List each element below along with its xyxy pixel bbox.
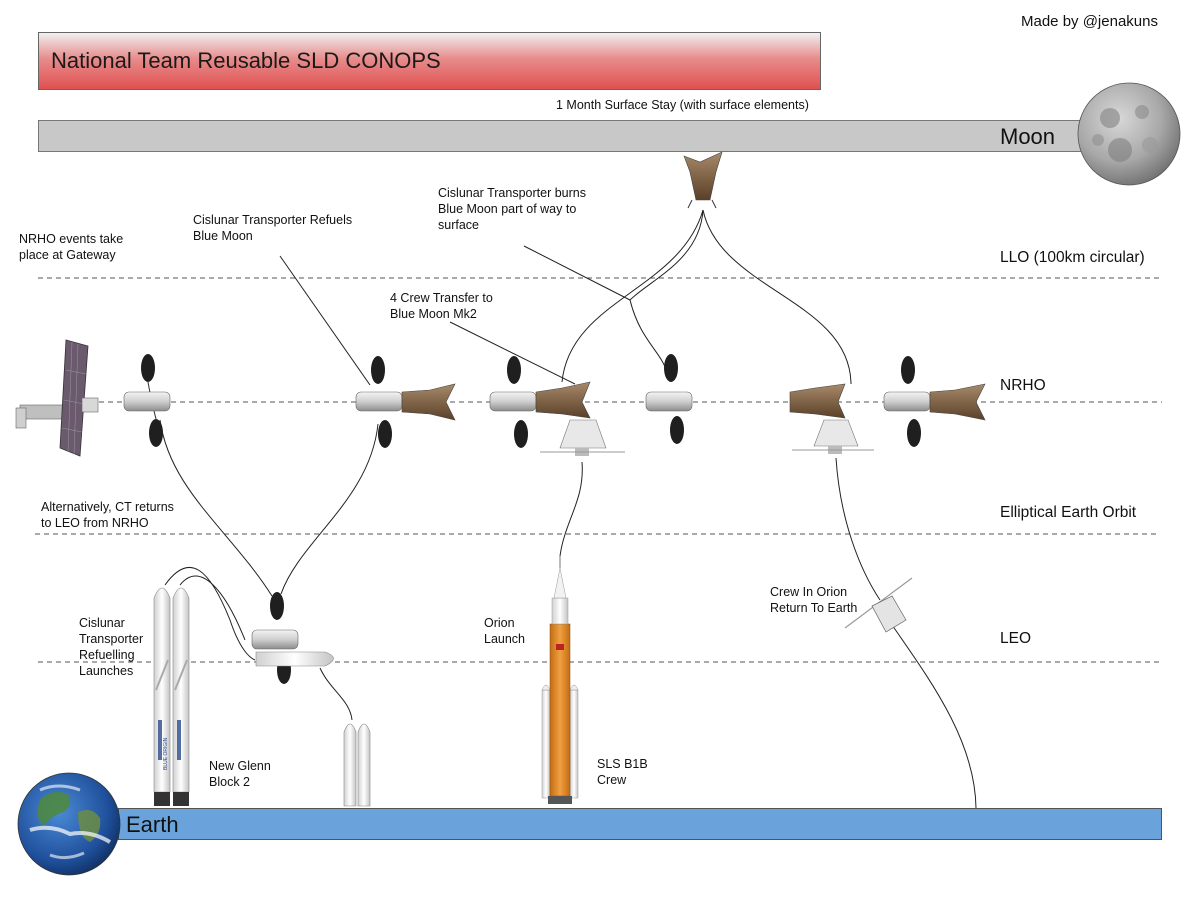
orbit-label-llo: LLO (100km circular) <box>1000 249 1145 266</box>
fairing-arc <box>319 667 353 721</box>
orbit-label-nrho: NRHO <box>1000 377 1046 394</box>
note-ct-refuels: Cislunar Transporter Refuels Blue Moon <box>193 213 353 243</box>
title-banner: National Team Reusable SLD CONOPS <box>38 32 821 90</box>
earth-sphere-icon <box>17 772 121 876</box>
orbit-label-leo: LEO <box>1000 630 1031 647</box>
cislunar-transporter-icon <box>123 354 171 447</box>
moon-surface-bar <box>38 120 1128 152</box>
ct-return-left <box>159 419 273 597</box>
blue-moon-lander-surface-icon <box>683 151 723 209</box>
cislunar-transporter-standalone-icon <box>645 354 693 444</box>
orion-launch-arc <box>559 461 583 557</box>
orbit-lines <box>35 277 1162 663</box>
cislunar-transporter-with-lander-icon <box>355 356 456 448</box>
earth-surface-bar <box>118 808 1162 840</box>
sls-b1b-rocket-icon <box>541 556 579 804</box>
cislunar-transporter-crew-transfer-icon <box>489 356 591 448</box>
gateway-station-icon <box>15 339 99 457</box>
new-glenn-rocket-icon <box>153 587 190 806</box>
new-glenn-launch-arc-2 <box>179 575 246 641</box>
moon-label: Moon <box>1000 124 1056 149</box>
orion-capsule-icon <box>540 419 625 456</box>
cislunar-transporter-leo-icon <box>251 592 334 684</box>
ct-return-right <box>280 423 379 595</box>
trajectory-lines <box>159 209 977 809</box>
leader-crew-transfer <box>449 321 576 385</box>
ct-burn-arc <box>629 209 704 373</box>
credit-text: Made by @jenakuns <box>1021 13 1158 30</box>
orion-return-arc-1 <box>835 457 881 601</box>
descent-arc-left <box>561 209 704 383</box>
note-crew-return: Crew In Orion Return To Earth <box>770 585 858 615</box>
orion-return-leo-icon <box>844 577 913 633</box>
diagram-title: National Team Reusable SLD CONOPS <box>51 48 441 73</box>
cislunar-transporter-right-icon <box>883 356 986 447</box>
note-refuelling-launches: Cislunar Transporter Refuelling Launches <box>79 616 144 678</box>
ascent-arc-right <box>702 209 852 385</box>
orion-return-arc-2 <box>889 621 977 809</box>
new-glenn-launch-arc <box>164 566 256 661</box>
note-ct-returns: Alternatively, CT returns to LEO from NR… <box>41 500 174 530</box>
orbit-label-eeo: Elliptical Earth Orbit <box>1000 504 1137 521</box>
blue-origin-marking: BLUE ORIGIN <box>163 737 169 770</box>
orion-capsule-return-icon <box>792 419 874 454</box>
surface-stay-label: 1 Month Surface Stay (with surface eleme… <box>556 98 809 112</box>
leader-ct-burns <box>523 245 631 301</box>
note-orion-launch: Orion Launch <box>484 616 526 646</box>
note-crew-transfer: 4 Crew Transfer to Blue Moon Mk2 <box>390 291 493 321</box>
label-sls: SLS B1B Crew <box>597 757 648 787</box>
leader-ct-refuels <box>279 255 371 386</box>
note-ct-burns: Cislunar Transporter burns Blue Moon par… <box>438 186 586 232</box>
moon-sphere-icon <box>1077 82 1181 186</box>
label-new-glenn: New Glenn Block 2 <box>209 759 271 789</box>
new-glenn-fairing-icon <box>343 723 371 807</box>
earth-label: Earth <box>126 812 179 837</box>
blue-moon-lander-returned-icon <box>789 383 846 419</box>
note-nrho-gateway: NRHO events take place at Gateway <box>19 232 124 262</box>
